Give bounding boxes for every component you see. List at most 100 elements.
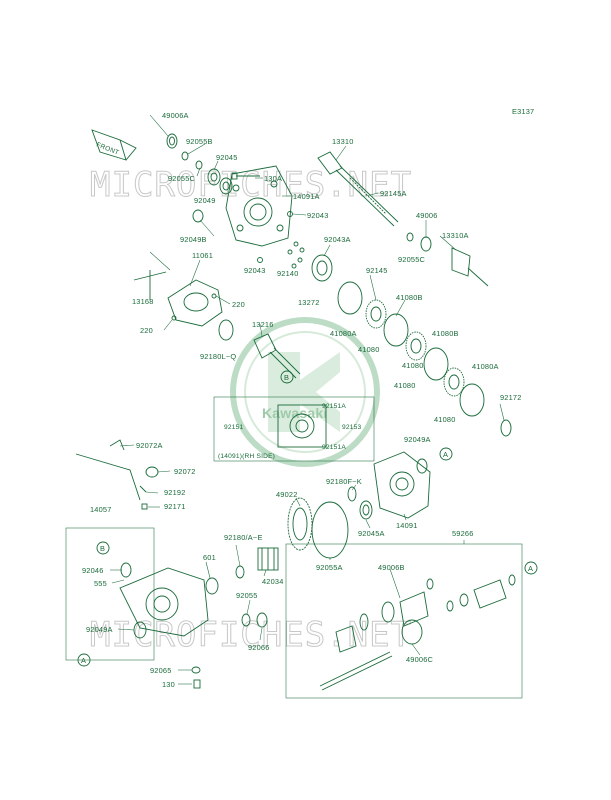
inset-note: (14091)(RH SIDE)	[218, 453, 275, 460]
label-92065: 92065	[150, 666, 172, 675]
label-59266: 59266	[452, 529, 474, 538]
svg-text:A: A	[443, 450, 448, 459]
label-42034: 42034	[262, 577, 284, 586]
label-92066: 92066	[248, 643, 270, 652]
label-92055c-right: 92055C	[398, 255, 426, 264]
bearing-92049	[219, 177, 233, 195]
label-49006a: 49006A	[162, 111, 189, 120]
callout-b-left: B	[96, 541, 110, 555]
label-92153: 92153	[342, 424, 361, 431]
bolt-130	[193, 679, 201, 689]
washer-92043a	[311, 254, 333, 282]
clip-92072	[145, 466, 159, 478]
inset-box: (14091)(RH SIDE)	[213, 396, 375, 462]
seal-49006	[420, 236, 432, 252]
pin-92043b	[257, 257, 263, 263]
pins-92140	[287, 241, 305, 269]
label-92046: 92046	[82, 566, 104, 575]
label-49006: 49006	[416, 211, 438, 220]
front-gear-case-top	[225, 165, 293, 247]
callout-a-far-right: A	[524, 561, 538, 575]
spring-92072a	[109, 439, 125, 451]
oring-92055a	[311, 501, 349, 559]
label-130: 130	[162, 680, 175, 689]
drive-shaft-59266	[285, 543, 523, 699]
label-92043: 92043	[307, 211, 329, 220]
bolt-92171	[141, 503, 148, 510]
label-92072a: 92072A	[136, 441, 163, 450]
label-92180ae: 92180/A~E	[224, 533, 263, 542]
label-92055b: 92055B	[186, 137, 213, 146]
wire-92192	[75, 453, 147, 501]
label-92172: 92172	[500, 393, 522, 402]
bolt-130a	[231, 172, 260, 180]
housing-14057	[65, 527, 209, 661]
label-92049a-left: 92049A	[86, 625, 113, 634]
oring-92180l	[218, 319, 234, 341]
seal-92049b	[192, 209, 204, 223]
svg-text:B: B	[284, 373, 289, 382]
bearing-92045	[207, 168, 221, 186]
label-555: 555	[94, 579, 107, 588]
label-13168: 13168	[132, 297, 154, 306]
label-41080a-mid: 41080A	[472, 362, 499, 371]
label-92055: 92055	[236, 591, 258, 600]
label-14091a: 14091A	[293, 192, 320, 201]
label-92045a: 92045A	[358, 529, 385, 538]
label-41080-c: 41080	[434, 415, 456, 424]
label-92145a: 92145A	[380, 189, 407, 198]
bearing-42034	[257, 547, 279, 571]
seal-49006a	[166, 133, 178, 149]
label-92171: 92171	[164, 502, 186, 511]
washer-92180ae	[235, 565, 245, 579]
svg-text:A: A	[81, 656, 86, 665]
emblem-text: Kawasaki	[262, 405, 327, 421]
front-arrow: FRONT	[91, 129, 137, 161]
diagram-code: E3137	[512, 107, 534, 116]
label-92192: 92192	[164, 488, 186, 497]
bearing-92045a	[359, 500, 373, 520]
svg-text:B: B	[100, 544, 105, 553]
cover-11061	[167, 279, 223, 327]
label-130a: 130A	[264, 174, 282, 183]
label-11061: 11061	[192, 251, 213, 260]
pin-92043	[287, 211, 293, 217]
clutch-plate-stack	[337, 281, 485, 417]
housing-14091	[373, 451, 431, 519]
label-92151: 92151	[224, 424, 243, 431]
label-92049b: 92049B	[180, 235, 207, 244]
label-41080b-top: 41080B	[396, 293, 423, 302]
joint-13310a	[451, 247, 489, 287]
label-92045: 92045	[216, 153, 238, 162]
callout-a-left: A	[77, 653, 91, 667]
seal-601	[205, 577, 219, 595]
label-92055a: 92055A	[316, 563, 343, 572]
label-92043b: 92043	[244, 266, 266, 275]
kawasaki-emblem: Kawasaki	[230, 317, 380, 467]
label-92140: 92140	[277, 269, 299, 278]
part-labels: 49006A 92055B 92045 92055C 130A 92049 14…	[82, 111, 522, 689]
label-92043a: 92043A	[324, 235, 351, 244]
oring-92055b	[181, 151, 189, 161]
label-41080a-top: 41080A	[330, 329, 357, 338]
label-41080-b: 41080	[394, 381, 416, 390]
leader-lines	[110, 114, 505, 685]
label-13272: 13272	[298, 298, 320, 307]
shaft-13310	[317, 151, 399, 227]
oring-92055	[241, 613, 251, 627]
washer-92066	[256, 612, 268, 628]
washer-92180fk	[347, 486, 357, 502]
label-92151a-top: 92151A	[322, 403, 346, 410]
oring-92055c-right	[406, 232, 414, 242]
label-14057: 14057	[90, 505, 112, 514]
svg-text:A: A	[528, 564, 533, 573]
oring-92055c	[195, 160, 203, 170]
label-92145: 92145	[366, 266, 388, 275]
label-220-right: 220	[232, 300, 245, 309]
label-92049a-right: 92049A	[404, 435, 431, 444]
label-13216: 13216	[252, 320, 274, 329]
label-220-left: 220	[140, 326, 153, 335]
label-13310a: 13310A	[442, 231, 469, 240]
label-49022: 49022	[276, 490, 298, 499]
